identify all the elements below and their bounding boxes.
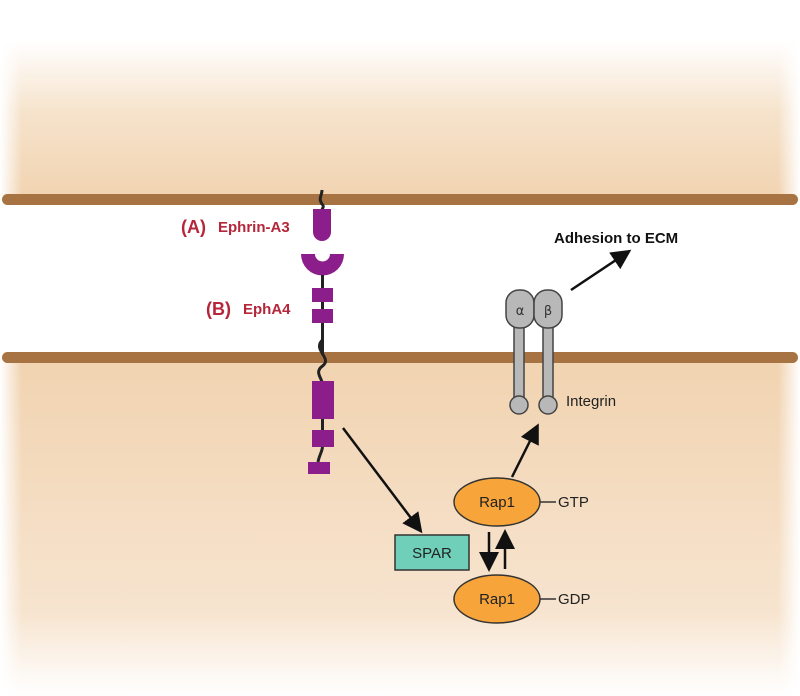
ephrin-a3-label: Ephrin-A3: [218, 219, 290, 236]
rap1-to-integrin-arrow: [510, 423, 539, 478]
epha4-prefix: (B): [206, 299, 231, 319]
integrin-alpha-label: α: [516, 304, 525, 319]
rap1-gdp-label: Rap1: [479, 591, 515, 608]
upper-membrane: [2, 194, 798, 205]
spar-node: [394, 534, 470, 571]
epha4-ligand-binding-cup: [301, 254, 344, 276]
adhesion-arrow: [570, 249, 632, 292]
gdp-label: GDP: [558, 591, 591, 608]
integrin-beta-label: β: [544, 304, 552, 319]
lower-cell: [0, 358, 800, 696]
lower-membrane: [2, 352, 798, 363]
integrin-beta-subunit: [533, 289, 563, 329]
upper-cell: [0, 40, 800, 200]
rap1-gtp-label: Rap1: [479, 494, 515, 511]
integrin-label: Integrin: [566, 393, 616, 410]
adhesion-label: Adhesion to ECM: [554, 230, 678, 247]
spar-label: SPAR: [412, 545, 452, 562]
gtp-label: GTP: [558, 494, 589, 511]
ephrin-a3-ligand: [313, 189, 331, 241]
right-fade: [778, 40, 800, 696]
epha4-to-spar-arrow: [342, 427, 423, 534]
epha4-label: EphA4: [243, 301, 291, 318]
epha4-receptor: [301, 246, 344, 474]
integrin-receptor: [505, 289, 563, 415]
ephrin-a3-prefix: (A): [181, 217, 206, 237]
left-fade: [0, 40, 22, 696]
